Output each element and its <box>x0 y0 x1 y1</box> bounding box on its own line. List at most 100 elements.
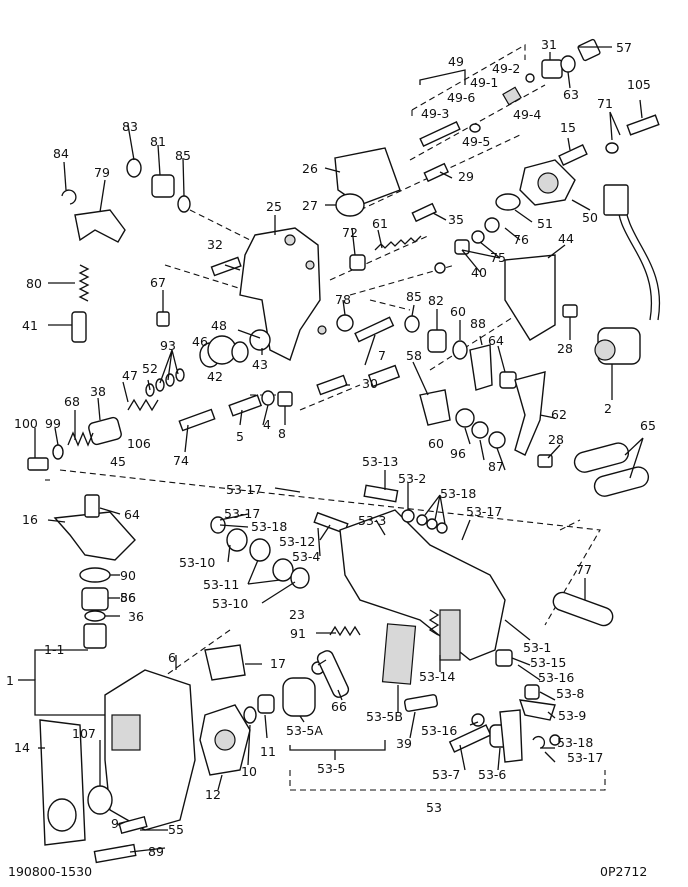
label-90: 90 <box>120 568 136 583</box>
label-28-lower: 28 <box>548 432 564 447</box>
label-79: 79 <box>94 165 110 180</box>
label-53-18-bottom: 53-18 <box>557 735 593 750</box>
label-53-15: 53-15 <box>530 655 566 670</box>
part-71-washer <box>605 142 619 154</box>
label-91: 91 <box>290 626 306 641</box>
label-14: 14 <box>14 740 30 755</box>
bracket-lines <box>30 649 386 760</box>
label-72: 72 <box>342 225 358 240</box>
label-12: 12 <box>205 787 221 802</box>
label-47: 47 <box>122 368 138 383</box>
label-67: 67 <box>150 275 166 290</box>
label-64-right: 64 <box>488 333 504 348</box>
label-93: 93 <box>160 338 176 353</box>
label-15: 15 <box>560 120 576 135</box>
label-82: 82 <box>428 293 444 308</box>
label-49-6: 49-6 <box>447 90 475 105</box>
label-58: 58 <box>406 348 422 363</box>
label-43: 43 <box>252 357 268 372</box>
label-60-upper: 60 <box>450 304 466 319</box>
label-53-17-right: 53-17 <box>466 504 502 519</box>
label-6: 6 <box>168 650 176 665</box>
label-106: 106 <box>127 436 151 451</box>
label-9: 9 <box>111 816 119 831</box>
label-81: 81 <box>150 134 166 149</box>
label-55: 55 <box>168 822 184 837</box>
label-1-1: 1-1 <box>44 642 64 657</box>
label-53-13: 53-13 <box>362 454 398 469</box>
label-89: 89 <box>148 844 164 859</box>
label-53-5: 53-5 <box>317 761 345 776</box>
label-53-2: 53-2 <box>398 471 426 486</box>
label-53-6: 53-6 <box>478 767 506 782</box>
label-77: 77 <box>576 562 592 577</box>
part-15-bolt <box>558 144 588 166</box>
label-53-3: 53-3 <box>358 513 386 528</box>
drawing-number: 190800-1530 <box>8 864 92 879</box>
label-32: 32 <box>207 237 223 252</box>
label-38: 38 <box>90 384 106 399</box>
label-17: 17 <box>270 656 286 671</box>
label-87: 87 <box>488 459 504 474</box>
label-85-left: 85 <box>175 148 191 163</box>
label-53-17-bottom: 53-17 <box>567 750 603 765</box>
label-86: 86 <box>120 590 136 605</box>
part-26-plate <box>334 147 401 206</box>
label-88: 88 <box>470 316 486 331</box>
label-53-18-left: 53-18 <box>251 519 287 534</box>
label-40: 40 <box>471 265 487 280</box>
dashed-guides <box>45 44 606 791</box>
label-49: 49 <box>448 54 464 69</box>
label-1: 1 <box>6 673 14 688</box>
label-45: 45 <box>110 454 126 469</box>
leader-lines <box>18 46 644 853</box>
label-105: 105 <box>627 77 651 92</box>
label-80: 80 <box>26 276 42 291</box>
label-7: 7 <box>378 348 386 363</box>
label-85-center: 85 <box>406 289 422 304</box>
connector-shape <box>603 184 629 216</box>
label-53-8: 53-8 <box>556 686 584 701</box>
page-code: 0P2712 <box>600 864 647 879</box>
part-1-housing <box>104 669 196 831</box>
label-25: 25 <box>266 199 282 214</box>
label-66: 66 <box>331 699 347 714</box>
label-30: 30 <box>362 376 378 391</box>
label-53-10-left: 53-10 <box>179 555 215 570</box>
label-53-17-left: 53-17 <box>224 506 260 521</box>
label-53-5A: 53-5A <box>286 723 323 738</box>
label-53-1: 53-1 <box>523 640 551 655</box>
part-shapes <box>27 38 661 864</box>
footer: 190800-1530 0P2712 <box>8 864 647 879</box>
part-57-shape <box>577 38 601 62</box>
label-16: 16 <box>22 512 38 527</box>
label-63: 63 <box>563 87 579 102</box>
label-11: 11 <box>260 744 276 759</box>
label-8: 8 <box>278 426 286 441</box>
label-31: 31 <box>541 37 557 52</box>
part-labels: 1 1-1 2 4 5 6 7 8 9 10 11 12 14 15 16 17… <box>6 37 656 859</box>
label-52: 52 <box>142 361 158 376</box>
label-71: 71 <box>597 96 613 111</box>
label-53-14: 53-14 <box>419 669 455 684</box>
label-53-12: 53-12 <box>279 534 315 549</box>
label-78: 78 <box>335 292 351 307</box>
label-57: 57 <box>616 40 632 55</box>
label-83: 83 <box>122 119 138 134</box>
label-100: 100 <box>14 416 38 431</box>
label-49-5: 49-5 <box>462 134 490 149</box>
label-36: 36 <box>128 609 144 624</box>
label-35: 35 <box>448 212 464 227</box>
label-99: 99 <box>45 416 61 431</box>
label-65: 65 <box>640 418 656 433</box>
part-49-5-ring <box>469 123 481 133</box>
label-74: 74 <box>173 453 189 468</box>
label-41: 41 <box>22 318 38 333</box>
part-49-4-clip <box>525 73 535 83</box>
label-49-4: 49-4 <box>513 107 541 122</box>
label-64-left: 64 <box>124 507 140 522</box>
label-28-upper: 28 <box>557 341 573 356</box>
label-76: 76 <box>513 232 529 247</box>
label-53-16-right: 53-16 <box>538 670 574 685</box>
